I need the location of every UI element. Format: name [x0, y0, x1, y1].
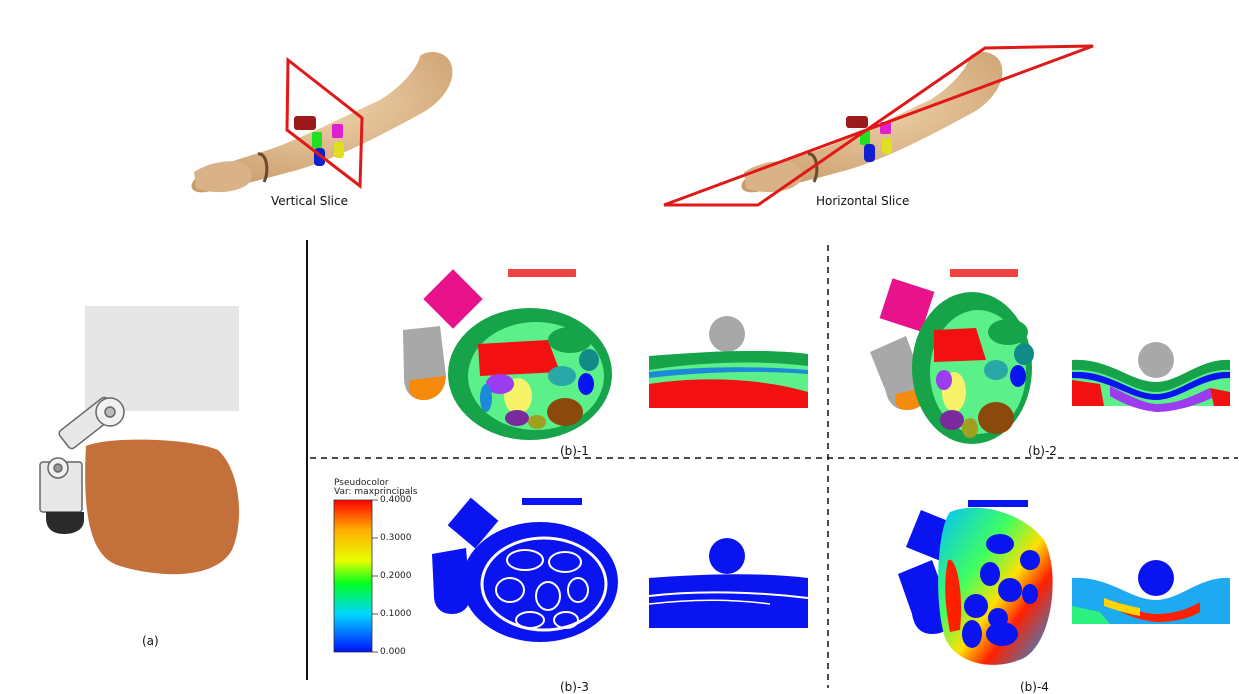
colorbar-tick-0: 0.4000 — [380, 495, 412, 505]
side-skin-2 — [1072, 359, 1230, 392]
muscle-purple-2 — [505, 410, 529, 426]
gray-block — [85, 306, 239, 411]
colorbar-tick-4: 0.000 — [380, 647, 406, 657]
muscle-olive — [528, 415, 546, 429]
cross-section-3-ring — [480, 536, 608, 632]
side-skin — [649, 350, 808, 370]
muscle-blue — [578, 373, 594, 395]
label-b1: (b)-1 — [560, 444, 589, 458]
side-indenter-3 — [709, 538, 745, 574]
colorbar — [333, 499, 378, 653]
side-stress-yellow — [1104, 598, 1140, 616]
muscle-red-2 — [934, 328, 986, 362]
colorbar-var: Var: maxprincipals — [334, 487, 418, 497]
label-a: (a) — [142, 634, 159, 648]
robot-tip — [46, 512, 84, 534]
limb-cross-section — [85, 439, 240, 575]
indicator-bar-2 — [950, 269, 1018, 277]
horizontal-slice-plane — [663, 44, 1094, 207]
pad-yellow-2 — [882, 138, 892, 154]
side-layer-blue-2 — [1072, 371, 1230, 400]
arm-horizontal-slice — [663, 44, 1094, 207]
panel-b1 — [403, 269, 808, 440]
pad-green — [312, 132, 322, 148]
indicator-bar-3 — [522, 498, 582, 505]
panel-a — [39, 306, 240, 575]
wrist-band-2 — [807, 152, 819, 183]
muscle-brown — [547, 398, 583, 426]
colorbar-tick-2: 0.2000 — [380, 571, 412, 581]
label-b3: (b)-3 — [560, 680, 589, 694]
arm-body-2 — [741, 52, 1003, 193]
hand — [194, 161, 252, 193]
side-gap-3b — [648, 599, 771, 605]
pad-blue-3b — [432, 548, 470, 614]
robot-link — [39, 396, 125, 513]
arm-vertical-slice — [191, 52, 453, 193]
muscle-purple-3 — [940, 410, 964, 430]
arm-body — [191, 52, 453, 193]
muscle-teal — [579, 349, 599, 371]
muscle-brown-2 — [978, 402, 1014, 434]
pad-blue-2 — [864, 144, 875, 162]
cross-section-3 — [462, 522, 618, 642]
muscle-purple — [486, 374, 514, 394]
pad-magenta — [423, 269, 483, 329]
panel-b2 — [870, 269, 1230, 444]
label-vertical-slice: Vertical Slice — [271, 194, 348, 208]
side-muscle-red-2 — [1210, 388, 1230, 406]
muscle-purple-4 — [936, 370, 952, 390]
side-stress-red — [1118, 602, 1200, 622]
label-b4: (b)-4 — [1020, 680, 1049, 694]
cross-section-3-gaps — [495, 549, 589, 629]
muscle-red — [478, 340, 560, 376]
side-indenter — [709, 316, 745, 352]
pad-orange — [408, 376, 446, 400]
muscle-green — [548, 327, 592, 353]
side-muscle-red — [649, 379, 808, 408]
side-indenter-4 — [1138, 560, 1174, 596]
label-b2: (b)-2 — [1028, 444, 1057, 458]
vertical-slice-plane — [285, 56, 364, 189]
panel-b3 — [432, 497, 809, 642]
pad-magenta — [332, 124, 343, 138]
wrist-band — [257, 152, 269, 183]
side-indenter-2 — [1138, 342, 1174, 378]
indicator-bar-4 — [968, 500, 1028, 507]
colorbar-title: Pseudocolor — [334, 478, 389, 488]
colorbar-tick-3: 0.1000 — [380, 609, 412, 619]
muscle-green-2 — [988, 319, 1028, 345]
pad-blue-3a — [447, 497, 499, 549]
muscle-blue-3 — [1010, 365, 1026, 387]
colorbar-gradient — [333, 499, 373, 653]
pad-darkred — [294, 116, 316, 130]
colorbar-tick-1: 0.3000 — [380, 533, 412, 543]
muscle-teal-4 — [984, 360, 1008, 380]
muscle-teal-2 — [548, 366, 576, 386]
indicator-bar — [508, 269, 576, 277]
muscle-blue-2 — [480, 384, 492, 412]
pad-magenta-2 — [879, 278, 935, 332]
pad-darkred-2 — [846, 116, 868, 128]
side-stress-green — [1072, 606, 1110, 624]
cross-section-4-muscles — [962, 534, 1040, 648]
side-purple-2 — [1110, 386, 1212, 412]
label-horizontal-slice: Horizontal Slice — [816, 194, 910, 208]
muscle-teal-3 — [1014, 343, 1034, 365]
side-layer-blue — [649, 367, 808, 378]
panel-b4 — [898, 500, 1230, 665]
side-gap-3a — [648, 591, 809, 599]
stress-hotspot — [945, 559, 962, 632]
pad-yellow — [334, 142, 344, 158]
muscle-olive-2 — [962, 418, 978, 438]
side-muscle-red-3 — [1072, 380, 1104, 406]
